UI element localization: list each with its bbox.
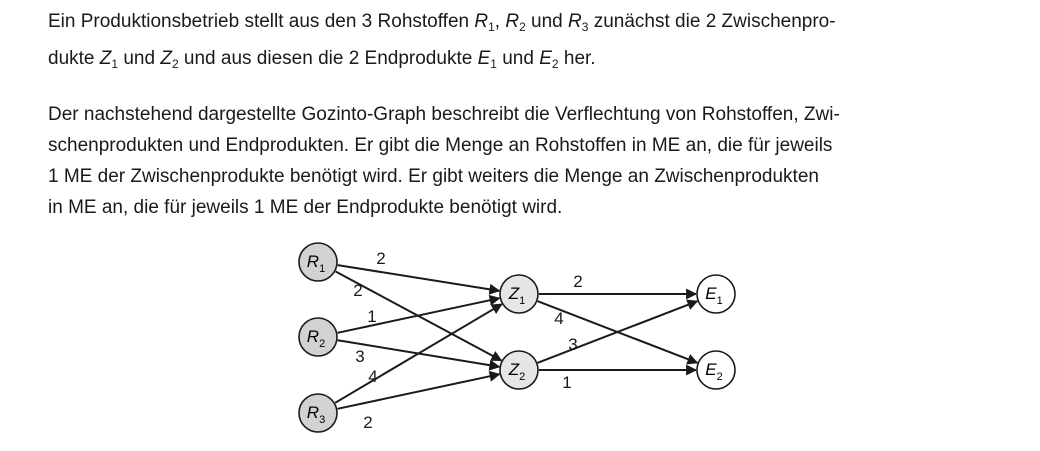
description-line-3: 1 ME der Zwischenprodukte benötigt wird.…	[48, 166, 819, 187]
var-z2: Z2	[160, 48, 179, 71]
edge-label-z2-e2: 1	[562, 373, 571, 392]
var-r1: R1	[474, 11, 495, 34]
node-circle-r1	[298, 242, 338, 282]
edge-label-r3-z2: 2	[363, 413, 372, 432]
intro-line-2: dukte Z1 und Z2 und aus diesen die 2 End…	[48, 48, 596, 71]
node-circle-e2	[696, 350, 736, 390]
var-z1: Z1	[99, 48, 119, 71]
description-line-1: Der nachstehend dargestellte Gozinto-Gra…	[48, 104, 840, 125]
node-e2: E2	[696, 350, 736, 390]
node-z2: Z2	[499, 350, 539, 390]
node-circle-r3	[298, 393, 338, 433]
var-r2: R2	[505, 11, 526, 34]
node-z1: Z1	[499, 274, 539, 314]
node-r1: R1	[298, 242, 338, 282]
edge-label-r2-z1: 1	[367, 307, 376, 326]
edge-label-r1-z1: 2	[376, 249, 385, 268]
node-circle-z2	[499, 350, 539, 390]
edge-label-r3-z1: 4	[368, 367, 377, 386]
var-e2: E2	[539, 48, 559, 71]
description-paragraph: Der nachstehend dargestellte Gozinto-Gra…	[48, 99, 840, 223]
edge-z2-e1	[537, 299, 699, 364]
edge-r3-z1	[334, 303, 503, 404]
edge-r2-z1	[337, 294, 501, 334]
edge-label-z2-e1: 3	[568, 335, 577, 354]
description-line-2: schenprodukten und Endprodukten. Er gibt…	[48, 135, 833, 156]
node-r2: R2	[298, 317, 338, 357]
edge-label-r2-z2: 3	[355, 347, 364, 366]
edge-label-z1-e1: 2	[573, 272, 582, 291]
edge-label-z1-e2: 4	[554, 309, 563, 328]
var-r3: R3	[568, 11, 589, 34]
description-line-4: in ME an, die für jeweils 1 ME der Endpr…	[48, 197, 563, 218]
edge-r3-z2	[337, 370, 501, 410]
var-e1: E1	[477, 48, 497, 71]
node-r3: R3	[298, 393, 338, 433]
edge-r1-z1	[337, 264, 501, 295]
node-circle-z1	[499, 274, 539, 314]
node-e1: E1	[696, 274, 736, 314]
intro-line-1: Ein Produktionsbetrieb stellt aus den 3 …	[48, 11, 836, 34]
node-circle-r2	[298, 317, 338, 357]
edge-label-r1-z2: 2	[353, 281, 362, 300]
node-circle-e1	[696, 274, 736, 314]
intro-paragraph: Ein Produktionsbetrieb stellt aus den 3 …	[48, 6, 836, 80]
